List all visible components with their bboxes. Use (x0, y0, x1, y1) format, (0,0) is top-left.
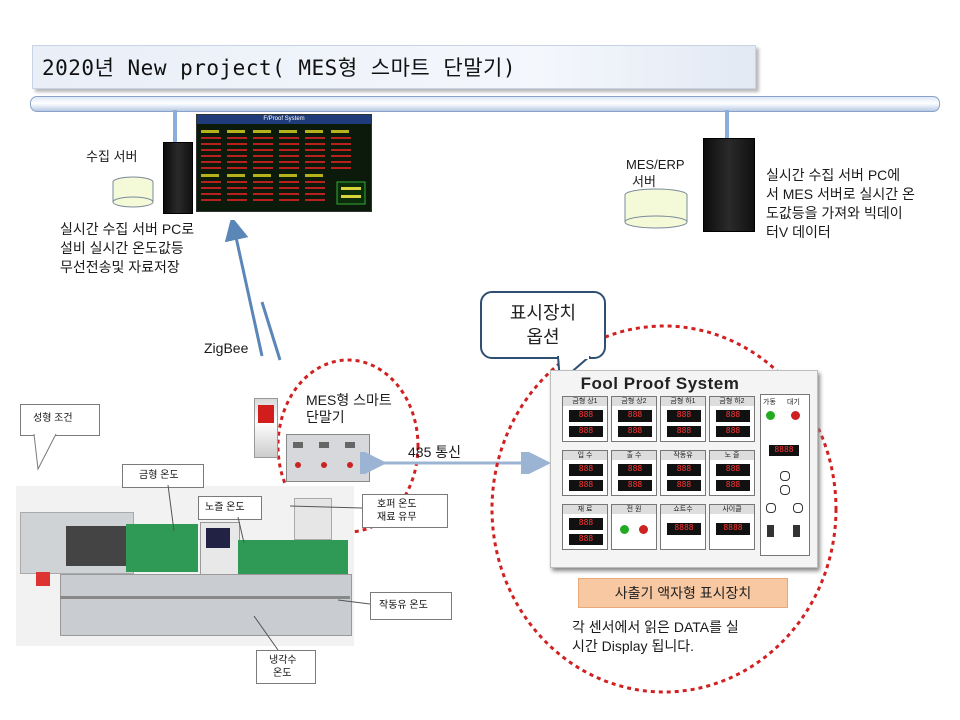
nozzle-temp-line (237, 517, 245, 544)
molding-callout: 성형 조건 (20, 404, 100, 436)
mold-temp-line (167, 485, 175, 532)
bus-drop-collect (173, 110, 177, 144)
injection-machine (16, 486, 354, 646)
mold-temp-callout: 금형 온도 (122, 464, 204, 488)
hopper-callout: 호퍼 온도 재료 유무 (362, 494, 448, 528)
comm-label: 485 통신 (408, 444, 462, 460)
fps-status-column: 가동 대기 8888 (760, 394, 810, 556)
collect-monitor: F/Proof System (196, 114, 372, 212)
monitor-grid (201, 130, 366, 205)
coolant-line (253, 616, 279, 651)
molding-callout-tail (33, 433, 57, 471)
zigbee-arrows (224, 220, 282, 361)
database-icon (112, 176, 154, 208)
smart-terminal-icon (286, 434, 370, 482)
zigbee-label: ZigBee (204, 340, 249, 356)
display-label: 사출기 액자형 표시장치 (578, 578, 788, 608)
collect-server-label: 수집 서버 (86, 149, 138, 164)
display-highlight-circle (490, 324, 838, 694)
title-bar (32, 45, 756, 89)
rs485-arrow (360, 452, 550, 474)
monitor-title: F/Proof System (197, 115, 371, 124)
option-bubble: 표시장치 옵션 (480, 291, 606, 359)
collect-server-desc: 실시간 수집 서버 PC로 설비 실시간 온도값등 무선전송및 자료저장 (60, 221, 195, 275)
fool-proof-title: Fool Proof System (580, 374, 740, 393)
mes-server-label: MES/ERP 서버 (626, 157, 685, 189)
oil-temp-callout: 작동유 온도 (370, 592, 452, 620)
coolant-callout: 냉각수 온도 (256, 650, 316, 684)
tower-lamp-icon (254, 398, 278, 458)
mes-server-desc: 실시간 수집 서버 PC에 서 MES 서버로 실시간 온 도값등을 가져와 빅… (766, 167, 915, 240)
oil-temp-line (338, 599, 371, 605)
network-bus (30, 96, 940, 112)
mes-server-tower-icon (703, 138, 755, 232)
page-title: 2020년 New project( MES형 스마트 단말기) (42, 56, 516, 80)
hopper-line (290, 505, 363, 509)
mes-database-icon (624, 188, 688, 229)
fps-cell: 전 원 (611, 504, 657, 550)
terminal-label: MES형 스마트 단말기 (306, 392, 392, 425)
display-desc: 각 센서에서 읽은 DATA를 실 시간 Display 됩니다. (572, 619, 739, 654)
nozzle-temp-callout: 노즐 온도 (198, 496, 262, 520)
server-tower-icon (163, 142, 193, 214)
bus-drop-mes (725, 110, 729, 140)
